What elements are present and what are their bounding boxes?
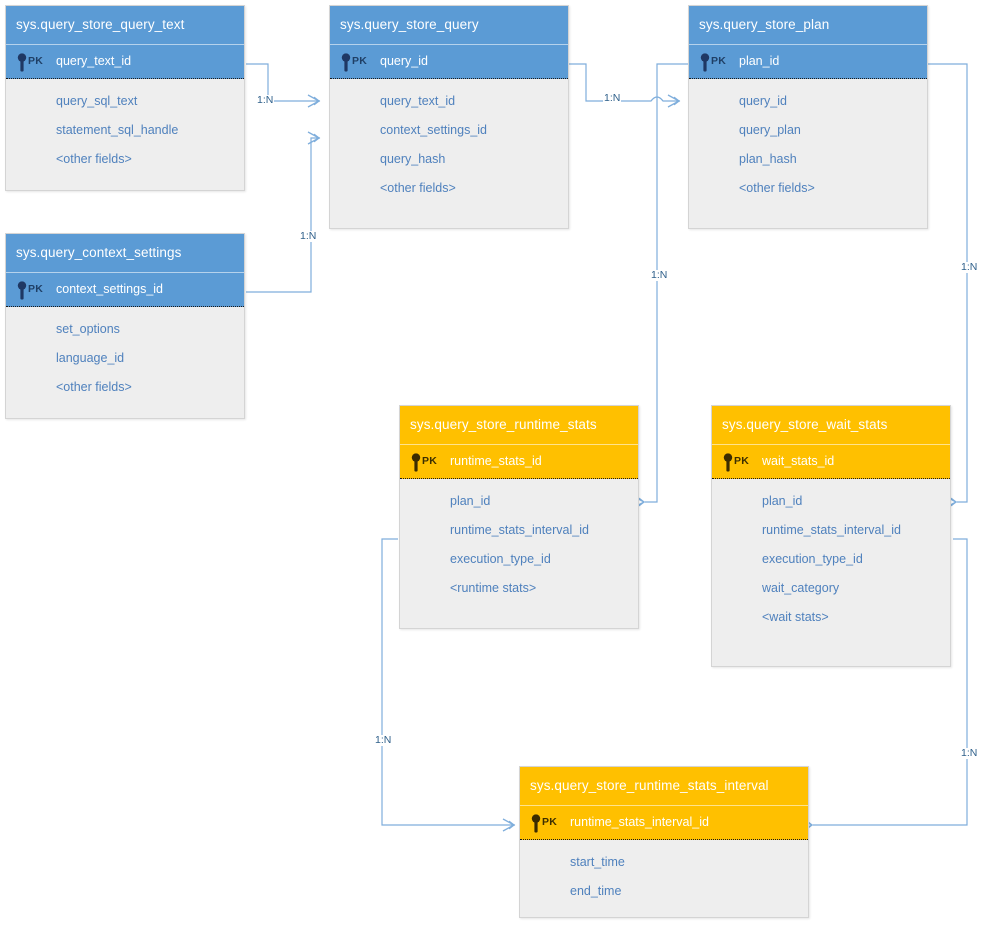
field-list: plan_id runtime_stats_interval_id execut… <box>400 479 638 613</box>
entity-title: sys.query_store_plan <box>689 6 927 44</box>
pk-field-name: runtime_stats_interval_id <box>570 815 709 829</box>
pk-badge: PK <box>734 455 749 467</box>
field: end_time <box>570 884 622 898</box>
relationship-label-context-to-query: 1:N <box>299 230 318 242</box>
field: runtime_stats_interval_id <box>450 523 589 537</box>
field: query_hash <box>380 152 446 166</box>
entity-title: sys.query_store_query <box>330 6 568 44</box>
entity-query-store-query-text[interactable]: sys.query_store_query_text PK query_text… <box>5 5 245 191</box>
entity-query-store-plan[interactable]: sys.query_store_plan PK plan_id query_id… <box>688 5 928 229</box>
key-icon <box>341 53 351 72</box>
field: <runtime stats> <box>450 581 537 595</box>
relationship-label-interval-to-wait-stats: 1:N <box>960 747 979 759</box>
pk-badge: PK <box>542 816 557 828</box>
field: plan_id <box>762 494 803 508</box>
pk-badge: PK <box>28 55 43 67</box>
relationship-label-query-text-to-query: 1:N <box>256 94 275 106</box>
entity-title: sys.query_store_wait_stats <box>712 406 950 444</box>
relationship-label-plan-to-runtime-stats: 1:N <box>650 269 669 281</box>
field: runtime_stats_interval_id <box>762 523 901 537</box>
field: start_time <box>570 855 625 869</box>
pk-field-name: plan_id <box>739 54 780 68</box>
relationship-label-plan-to-wait-stats: 1:N <box>960 261 979 273</box>
field-list: plan_id runtime_stats_interval_id execut… <box>712 479 950 642</box>
field: <other fields> <box>380 181 456 195</box>
pk-badge: PK <box>28 283 43 295</box>
primary-key-row[interactable]: PK runtime_stats_interval_id <box>520 805 808 840</box>
key-icon <box>700 53 710 72</box>
connector-context-to-query <box>246 131 321 293</box>
entity-query-store-query[interactable]: sys.query_store_query PK query_id query_… <box>329 5 569 229</box>
entity-query-store-runtime-stats-interval[interactable]: sys.query_store_runtime_stats_interval P… <box>519 766 809 918</box>
pk-field-name: runtime_stats_id <box>450 454 542 468</box>
entity-query-store-runtime-stats[interactable]: sys.query_store_runtime_stats PK runtime… <box>399 405 639 629</box>
field-list: query_sql_text statement_sql_handle <oth… <box>6 79 244 184</box>
primary-key-row[interactable]: PK query_id <box>330 44 568 79</box>
field-list: set_options language_id <other fields> <box>6 307 244 412</box>
primary-key-row[interactable]: PK query_text_id <box>6 44 244 79</box>
field: query_plan <box>739 123 801 137</box>
field: statement_sql_handle <box>56 123 179 137</box>
key-icon <box>411 453 421 472</box>
entity-title: sys.query_context_settings <box>6 234 244 272</box>
primary-key-row[interactable]: PK plan_id <box>689 44 927 79</box>
field-list: query_id query_plan plan_hash <other fie… <box>689 79 927 213</box>
field: query_text_id <box>380 94 456 108</box>
field: <other fields> <box>56 380 132 394</box>
key-icon <box>531 814 541 833</box>
field-list: query_text_id context_settings_id query_… <box>330 79 568 213</box>
field: context_settings_id <box>380 123 488 137</box>
field: <wait stats> <box>762 610 829 624</box>
field: execution_type_id <box>762 552 863 566</box>
connector-query-to-plan <box>569 63 681 108</box>
entity-title: sys.query_store_runtime_stats_interval <box>520 767 808 805</box>
key-icon <box>723 453 733 472</box>
entity-query-context-settings[interactable]: sys.query_context_settings PK context_se… <box>5 233 245 419</box>
field: plan_hash <box>739 152 797 166</box>
relationship-label-query-to-plan: 1:N <box>603 92 622 104</box>
field: language_id <box>56 351 125 365</box>
field: set_options <box>56 322 120 336</box>
field: plan_id <box>450 494 491 508</box>
primary-key-row[interactable]: PK wait_stats_id <box>712 444 950 479</box>
key-icon <box>17 281 27 300</box>
pk-badge: PK <box>352 55 367 67</box>
pk-field-name: context_settings_id <box>56 282 164 296</box>
entity-query-store-wait-stats[interactable]: sys.query_store_wait_stats PK wait_stats… <box>711 405 951 667</box>
entity-title: sys.query_store_query_text <box>6 6 244 44</box>
field: query_sql_text <box>56 94 138 108</box>
pk-badge: PK <box>422 455 437 467</box>
relationship-label-interval-to-runtime-stats: 1:N <box>374 734 393 746</box>
primary-key-row[interactable]: PK runtime_stats_id <box>400 444 638 479</box>
field: query_id <box>739 94 787 108</box>
field-list: start_time end_time <box>520 840 808 916</box>
pk-badge: PK <box>711 55 726 67</box>
field: execution_type_id <box>450 552 551 566</box>
key-icon <box>17 53 27 72</box>
primary-key-row[interactable]: PK context_settings_id <box>6 272 244 307</box>
pk-field-name: wait_stats_id <box>762 454 835 468</box>
field: <other fields> <box>56 152 132 166</box>
field: wait_category <box>762 581 840 595</box>
pk-field-name: query_id <box>380 54 428 68</box>
pk-field-name: query_text_id <box>56 54 132 68</box>
field: <other fields> <box>739 181 815 195</box>
entity-title: sys.query_store_runtime_stats <box>400 406 638 444</box>
connector-plan-to-runtime-stats <box>632 63 689 509</box>
